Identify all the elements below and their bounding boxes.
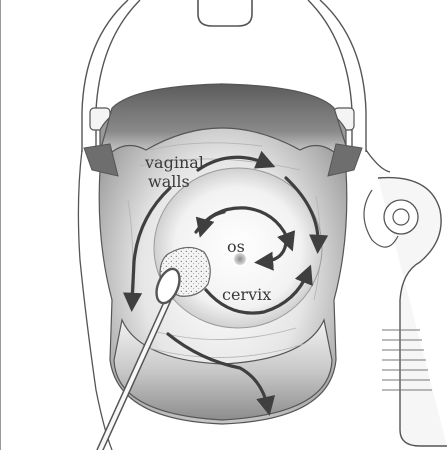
speculum-top-blade	[83, 83, 363, 177]
speculum-lever-right	[363, 176, 447, 447]
label-os: os	[227, 237, 245, 256]
lever-knob-inner-icon	[392, 208, 410, 226]
sampling-swab	[96, 246, 211, 450]
speculum-handle-top	[81, 0, 367, 152]
arrow-left-wall	[122, 186, 172, 312]
arrow-cervix-lower-arc	[204, 264, 313, 315]
arrow-cervix-left-top	[195, 210, 226, 238]
arrow-top-wall	[196, 150, 276, 172]
arrow-right-wall	[284, 176, 329, 254]
label-vaginal-walls-line2: walls	[148, 172, 190, 191]
label-vaginal-walls-line1: vaginal	[144, 153, 204, 172]
body-outline	[0, 0, 391, 450]
arrow-bottom-wall	[166, 332, 276, 416]
label-cervix: cervix	[222, 285, 271, 304]
cervical-os-icon	[234, 253, 246, 265]
speculum-bottom-blade	[113, 318, 333, 421]
arrow-around-os	[254, 234, 288, 271]
motion-arrows	[122, 150, 329, 416]
labels: vaginal walls os cervix	[144, 153, 271, 304]
